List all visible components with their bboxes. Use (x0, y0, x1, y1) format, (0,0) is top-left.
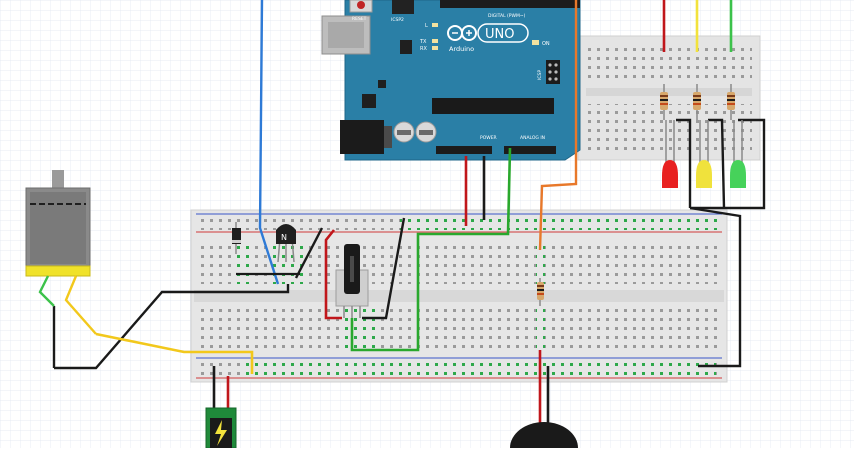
arduino-uno-board: RESET ICSP2 DIGITAL (PWM~) L TX RX UNO A… (321, 0, 581, 161)
reset-label: RESET (352, 16, 367, 22)
l-led-label: L (425, 23, 428, 29)
power-label: POWER (480, 135, 497, 141)
on-led-label: ON (542, 41, 550, 47)
dc-motor (25, 170, 91, 277)
wire-yellow (95, 332, 254, 374)
led-resistors (660, 84, 735, 120)
power-jack (340, 120, 384, 154)
power-header (436, 146, 492, 154)
led-yellow (696, 120, 712, 188)
brand-label: Arduino (449, 45, 474, 53)
model-label: UNO (485, 27, 514, 42)
atmega-chip (432, 98, 554, 114)
resistor-buzzer (537, 278, 544, 306)
potentiometer (335, 244, 369, 318)
arduino-logo: UNO Arduino (447, 23, 529, 53)
battery-pack (205, 366, 237, 449)
wire-black-transistor (294, 227, 324, 279)
tx-led-label: TX (419, 39, 427, 45)
motor-lead-green (38, 275, 55, 307)
wire-red-pot (324, 229, 342, 320)
icsp-label: ICSP (537, 70, 543, 80)
rx-led-label: RX (420, 46, 427, 52)
icsp-header (546, 60, 560, 84)
analog-header (504, 146, 556, 154)
wire-black-motor (54, 284, 290, 370)
wire-orange (538, 0, 578, 251)
bolt-icon (215, 420, 227, 446)
wire-blue (258, 0, 280, 285)
wire-black-pot (362, 217, 406, 320)
npn-transistor: N (276, 224, 296, 263)
led-red (662, 120, 678, 188)
motor-lead-yellow (64, 275, 97, 335)
digital-label: DIGITAL (PWM~) (488, 13, 526, 19)
digital-header (440, 0, 580, 8)
wire-green-a0 (350, 147, 512, 352)
wire-black-right (689, 206, 742, 368)
analog-label: ANALOG IN (520, 135, 545, 141)
main-breadboard (190, 209, 728, 383)
led-green (730, 120, 746, 188)
icsp2-label: ICSP2 (391, 17, 404, 23)
piezo-buzzer (510, 350, 578, 452)
diode (232, 222, 241, 254)
transistor-label: N (281, 233, 287, 242)
